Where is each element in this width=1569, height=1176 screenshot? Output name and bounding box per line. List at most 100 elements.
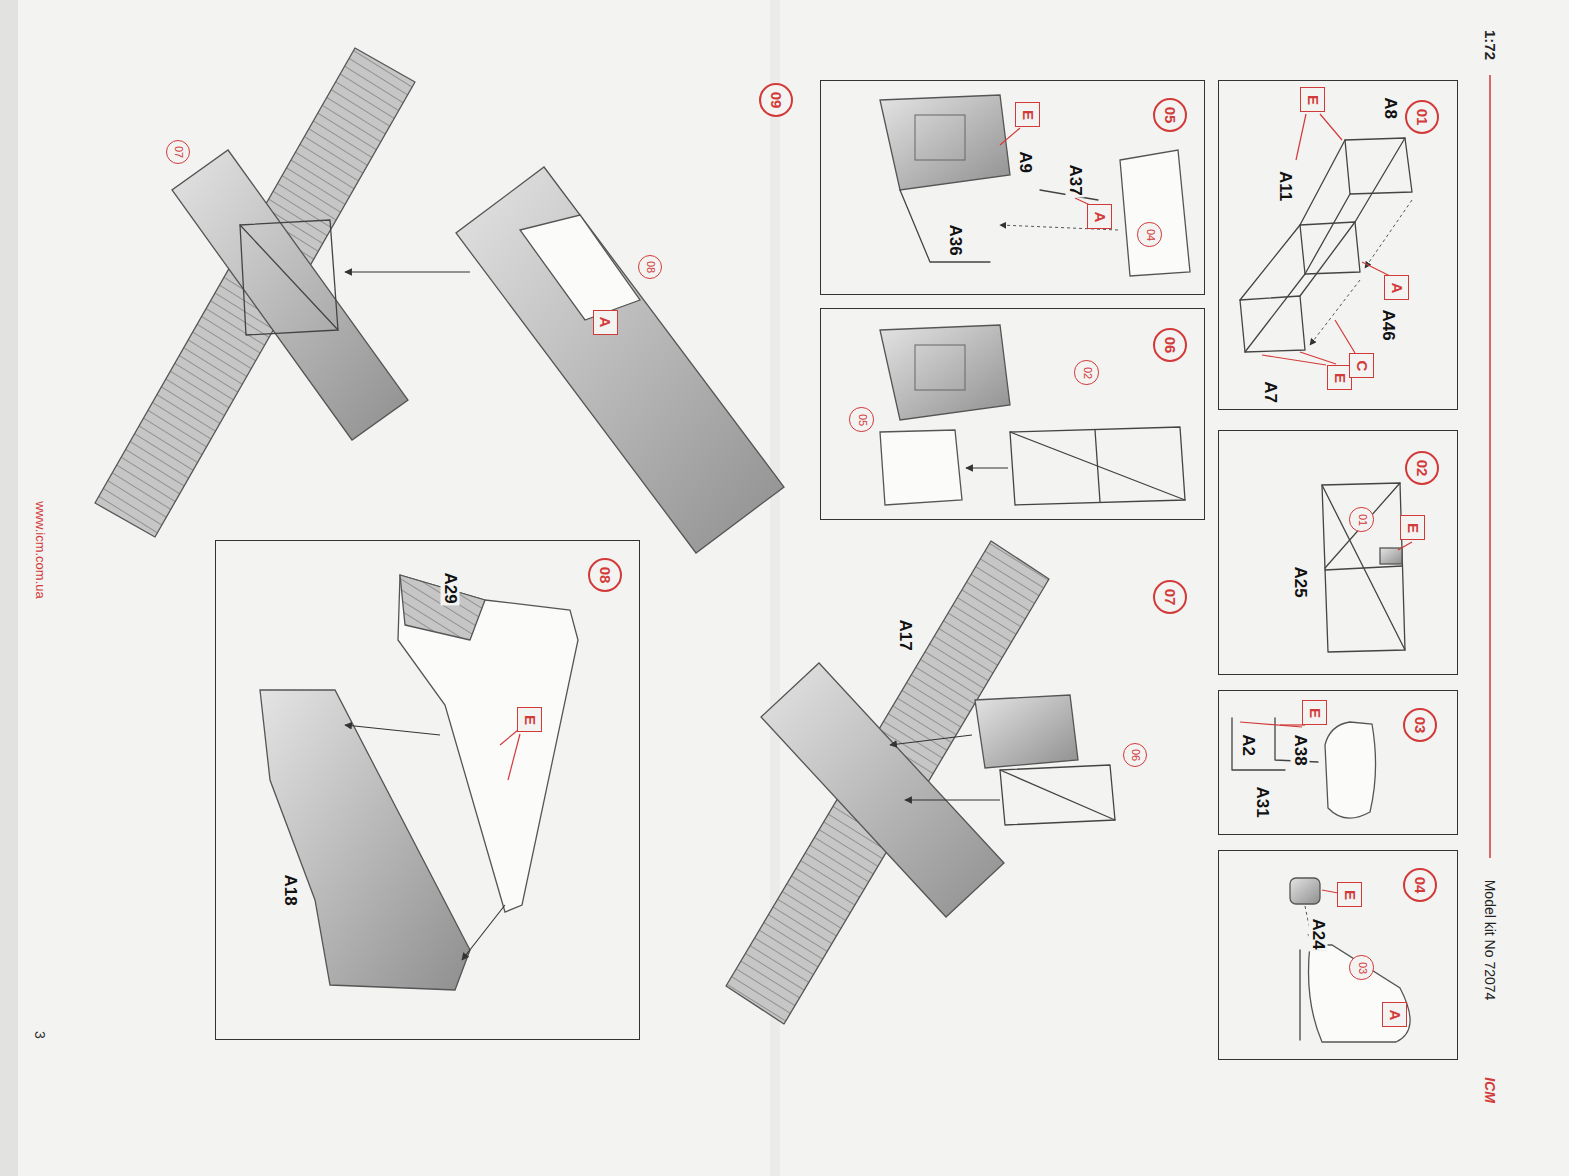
lower-fuselage — [172, 150, 408, 440]
frame-outline — [240, 220, 338, 335]
step-number: 09 — [759, 83, 793, 117]
leader-line — [1000, 128, 1020, 145]
cockpit-floor — [880, 95, 1190, 276]
paint-code-box: A — [1382, 1002, 1407, 1027]
rod-part — [1232, 718, 1285, 770]
assembly-arrow — [1310, 280, 1360, 345]
frame-tube — [240, 225, 338, 330]
step-panel: A2502E01 — [1218, 430, 1458, 675]
frame-tube — [1095, 430, 1100, 502]
fuselage — [456, 167, 784, 553]
fuselage-frame — [1240, 114, 1412, 365]
paint-code-box: A — [593, 310, 618, 335]
frame-part — [1345, 138, 1412, 194]
part-number: A2 — [1238, 732, 1257, 758]
cockpit-opening — [520, 215, 640, 320]
step-number: 02 — [1405, 451, 1439, 485]
paint-code-box-text: E — [1020, 109, 1035, 119]
subassembly-ref: 04 — [1137, 222, 1161, 246]
instrument-panel — [880, 95, 1010, 190]
step-number-text: 07 — [1163, 589, 1178, 606]
subassembly-ref: 08 — [638, 255, 662, 279]
leader-line — [1322, 890, 1338, 893]
leader-line — [1240, 722, 1302, 727]
assembly-arrow — [462, 905, 505, 960]
paint-code-box: E — [1015, 102, 1040, 127]
step-number-text: 09 — [769, 92, 784, 109]
step-number: 01 — [1405, 100, 1439, 134]
subassembly-ref-text: 05 — [856, 413, 867, 425]
part-number: A31 — [1252, 784, 1271, 819]
headrest-part — [1290, 878, 1320, 904]
seat-assembly — [1232, 718, 1376, 818]
paint-code-box: A — [1384, 275, 1409, 300]
brand-logo: ICM — [1482, 1075, 1498, 1105]
subassembly-ref: 05 — [849, 407, 873, 431]
subassembly-ref-text: 04 — [1144, 228, 1155, 240]
paint-code-box-text: E — [522, 714, 537, 724]
frame-assembly — [1322, 483, 1412, 652]
paint-code-box: E — [1300, 87, 1325, 112]
paint-code-box-text: C — [1354, 360, 1369, 371]
floor-part — [900, 190, 990, 262]
leader-line — [1398, 542, 1412, 550]
part-number: A9 — [1015, 149, 1034, 175]
leader-line — [1262, 355, 1326, 365]
step-number-text: 01 — [1414, 108, 1429, 125]
step-number-text: 04 — [1412, 876, 1427, 893]
paint-code-box: E — [1337, 882, 1362, 907]
subassembly-ref-text: 01 — [1356, 513, 1367, 525]
paint-code-box-text: E — [1307, 707, 1322, 717]
leader-line — [1362, 262, 1390, 276]
seat-part — [1120, 150, 1190, 276]
paint-code-box-text: E — [1405, 522, 1420, 532]
subassembly-ref-text: 03 — [1356, 961, 1367, 973]
subassembly-ref-text: 07 — [173, 146, 184, 158]
frame-tube — [1000, 770, 1115, 820]
part-number: A36 — [945, 222, 964, 257]
subassembly-ref-text: 02 — [1081, 366, 1092, 378]
fuselage-halves — [260, 575, 578, 990]
frame-tube — [1305, 194, 1350, 274]
assembly-arrow — [890, 735, 972, 745]
part-number: A24 — [1308, 916, 1327, 951]
paint-code-box: E — [517, 707, 542, 732]
assembly-arrow — [345, 271, 470, 272]
frame-tube — [1325, 566, 1402, 570]
instrument-panel — [975, 695, 1078, 768]
header-rule — [1489, 75, 1491, 858]
seat-part — [1309, 945, 1411, 1042]
step-number-text: 08 — [597, 566, 612, 583]
page-shadow — [0, 0, 18, 1176]
step-panel: A37A9A3605EA04 — [820, 80, 1205, 295]
step-number-text: 03 — [1412, 716, 1427, 733]
lower-wing — [95, 48, 415, 537]
leader-line — [1335, 320, 1355, 353]
part-number: A11 — [1275, 168, 1294, 202]
leader-line — [1320, 114, 1342, 140]
frame-tube — [1322, 485, 1405, 650]
seat-part — [1325, 722, 1376, 818]
subassembly-ref: 03 — [1349, 955, 1373, 979]
subassembly-ref: 07 — [166, 140, 190, 164]
step-panel: A8A11A46A701EEAC — [1218, 80, 1458, 410]
frame-tube — [1240, 225, 1300, 300]
frame-part — [1240, 296, 1305, 352]
panel-detail — [915, 345, 965, 390]
seat-assembly — [1290, 878, 1410, 1042]
frame-outline — [1000, 765, 1115, 825]
step-number: 05 — [1153, 98, 1187, 132]
subassembly-ref: 06 — [1123, 743, 1147, 767]
frame-tube — [1300, 222, 1355, 296]
frame-tube — [1300, 140, 1345, 225]
leader-line — [1296, 114, 1306, 160]
final-assembly — [95, 48, 784, 553]
paint-code-box-text: A — [598, 317, 613, 328]
paint-code-box-text: A — [1387, 1009, 1402, 1020]
rod-part — [1299, 950, 1300, 1040]
panel-detail — [915, 115, 965, 160]
website-url: www.icm.com.ua — [33, 499, 48, 601]
paint-code-box: C — [1349, 353, 1374, 378]
subassembly-ref-text: 08 — [645, 261, 656, 273]
